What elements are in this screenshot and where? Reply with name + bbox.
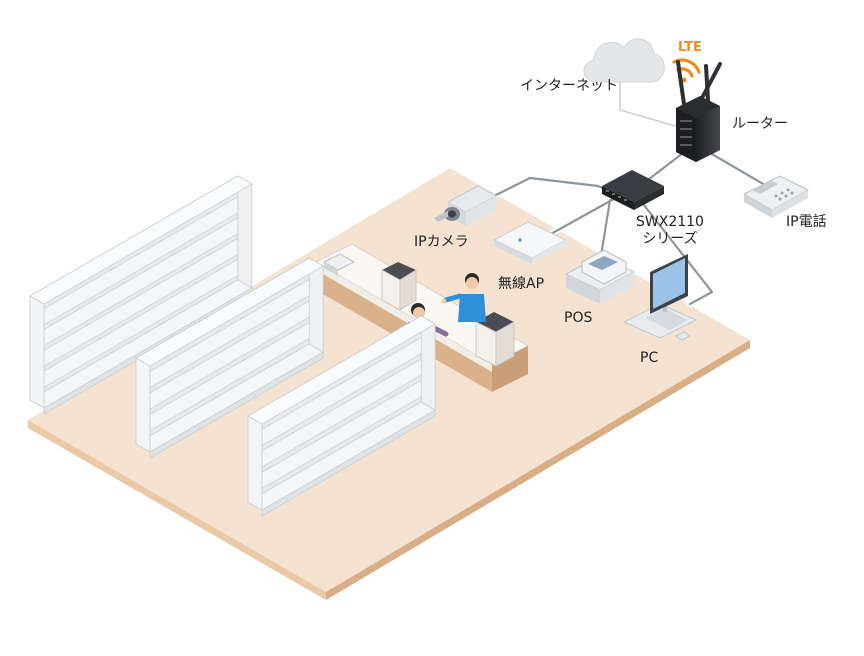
- ip-camera-label: IPカメラ: [414, 234, 469, 250]
- pos-label: POS: [564, 310, 593, 326]
- cloud-icon: [583, 38, 665, 83]
- ip-phone-label: IP電話: [786, 214, 827, 230]
- switch-label-line2: シリーズ: [642, 230, 698, 247]
- phone-icon: [742, 175, 810, 218]
- cable-router-phone: [703, 148, 772, 190]
- floor-front-edge: [28, 420, 326, 600]
- cable-internet-router: [619, 79, 683, 129]
- switch-icon: [602, 170, 664, 210]
- access-point-icon: [492, 221, 568, 264]
- router-label: ルーター: [732, 116, 788, 132]
- monitor-icon: [622, 254, 698, 341]
- switch-label: SWX2110 シリーズ: [636, 214, 704, 248]
- camera-icon: [434, 185, 498, 226]
- register-icon: [564, 249, 636, 304]
- shelf-unit: [135, 257, 325, 459]
- floor-right-edge: [326, 340, 750, 600]
- wireless-ap-label: 無線AP: [498, 276, 545, 292]
- lte-label: LTE: [678, 40, 702, 55]
- shelf-unit: [29, 175, 253, 415]
- router-icon: [676, 60, 722, 162]
- switch-label-line1: SWX2110: [636, 214, 704, 230]
- shelf-unit: [247, 315, 437, 517]
- cable-switch-pc: [638, 198, 714, 306]
- staff-person: [441, 273, 486, 322]
- pc-label: PC: [640, 350, 659, 366]
- store-shelves: [29, 175, 437, 517]
- checkout-counter: [314, 243, 530, 392]
- internet-label: インターネット: [520, 78, 618, 94]
